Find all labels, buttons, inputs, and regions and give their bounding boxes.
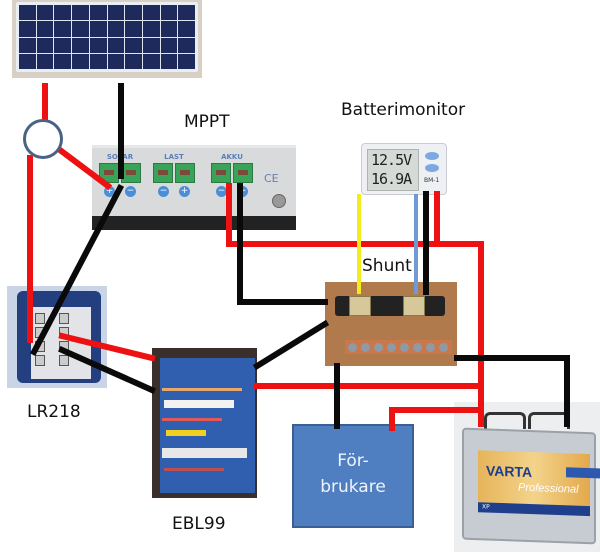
- terminal-akku: AKKU −+: [210, 153, 254, 197]
- terminal-akku-title: AKKU: [221, 153, 243, 161]
- terminal-last-title: LAST: [164, 153, 184, 161]
- load-label-line2: brukare: [320, 477, 386, 497]
- terminal-last: LAST −+: [152, 153, 196, 197]
- load-label-line1: För-: [337, 451, 369, 471]
- battery-badge: [566, 467, 600, 479]
- minus-icon: −: [158, 186, 169, 197]
- battery: VARTA Professional XP: [454, 402, 600, 552]
- load-box: För- brukare: [292, 424, 414, 528]
- terminal-solar: SOLAR +−: [98, 153, 142, 197]
- ebl99-unit: [152, 348, 257, 498]
- plus-icon: +: [104, 186, 115, 197]
- solar-panel-frame: [16, 2, 198, 72]
- battery-handle: [484, 412, 526, 429]
- ce-mark-icon: CE: [264, 172, 279, 185]
- lr218-label: LR218: [27, 402, 81, 422]
- mppt-label: MPPT: [184, 112, 230, 132]
- minus-icon: −: [125, 186, 136, 197]
- plus-icon: +: [237, 186, 248, 197]
- wire-ebl99-to-shunt: [252, 319, 330, 371]
- battery-monitor: 12.5V 16.9A BM-1: [361, 143, 447, 195]
- solar-cells: [19, 5, 195, 69]
- monitor-button-2: [425, 164, 439, 172]
- sensor-ring-icon: [23, 119, 63, 159]
- plus-icon: +: [179, 186, 190, 197]
- battery-handle: [528, 412, 570, 429]
- minus-icon: −: [216, 186, 227, 197]
- terminal-solar-title: SOLAR: [106, 153, 134, 161]
- shunt-label: Shunt: [362, 256, 412, 276]
- solar-panel: [12, 0, 202, 78]
- battery-brand: VARTA: [486, 462, 533, 481]
- shunt-unit: [325, 282, 457, 366]
- lr218-unit: [7, 286, 107, 388]
- battery-monitor-label: Batterimonitor: [341, 100, 466, 120]
- battery-monitor-display: 12.5V 16.9A: [367, 149, 419, 191]
- mppt-controller: SOLAR +− LAST −+ AKKU −+ CE: [92, 145, 296, 230]
- mppt-base: [92, 216, 296, 230]
- ebl99-label: EBL99: [172, 514, 226, 534]
- current-readout: 16.9A: [371, 170, 412, 188]
- monitor-button-1: [425, 152, 439, 160]
- battery-line: Professional: [518, 481, 579, 496]
- monitor-model: BM-1: [424, 177, 440, 184]
- voltage-readout: 12.5V: [371, 151, 412, 169]
- screw-icon: [272, 194, 286, 208]
